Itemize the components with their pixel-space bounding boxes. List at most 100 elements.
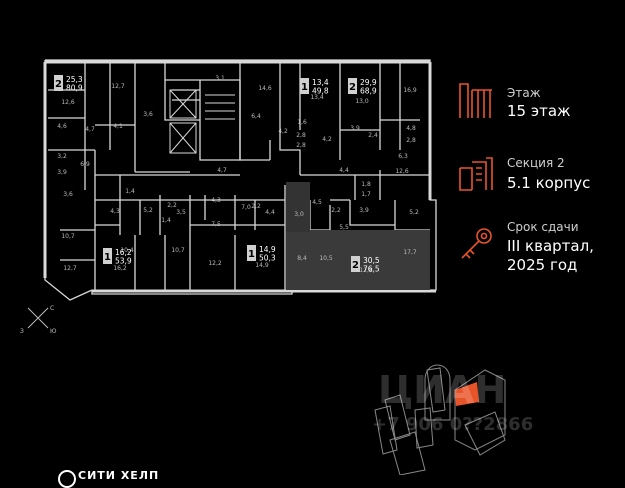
room-area-label: 13,4 (310, 94, 324, 101)
apartment-badge[interactable]: 2 29,968,9 (348, 78, 377, 96)
apartment-living-area: 29,9 (360, 78, 377, 87)
room-area-label: 7,5 (211, 221, 221, 228)
room-area-label: 10,7 (171, 247, 185, 254)
room-area-label: 10,4 (120, 247, 134, 254)
room-area-label: 6,4 (251, 113, 261, 120)
room-area-label: 2,8 (296, 132, 306, 139)
room-area-label: 7,0 (241, 204, 251, 211)
apartment-badge[interactable]: 1 14,950,3 (247, 245, 276, 263)
room-area-label: 13,0 (355, 98, 369, 105)
apartment-rooms: 1 (104, 252, 111, 263)
room-area-label: 4,4 (339, 167, 349, 174)
watermark-logo: ЦИАН (378, 368, 507, 412)
room-area-label: 12,7 (63, 265, 77, 272)
apartment-living-area: 13,4 (312, 78, 329, 87)
apartment-total-area: 50,3 (259, 254, 276, 263)
room-area-label: 16,2 (113, 265, 127, 272)
room-area-label: 4,8 (406, 125, 416, 132)
room-area-label: 2,8 (406, 137, 416, 144)
watermark-phone: +7 906 0??2866 (372, 414, 534, 435)
compass (27, 307, 49, 329)
room-area-label: 3,9 (359, 207, 369, 214)
room-area-label: 2,8 (296, 142, 306, 149)
compass-north: С (50, 305, 54, 312)
room-area-label: 10,7 (61, 233, 75, 240)
apartment-total-area: 76,5 (363, 265, 380, 274)
apartment-badge[interactable]: 2 25,380,9 (54, 75, 83, 93)
room-area-label: 12,8 (359, 267, 373, 274)
apartment-rooms: 1 (248, 249, 255, 260)
room-area-label: 4,7 (85, 126, 95, 133)
room-area-label: 3,9 (57, 169, 67, 176)
room-area-label: 4,1 (113, 123, 123, 130)
apartment-badge[interactable]: 1 13,449,8 (300, 78, 329, 96)
room-area-label: 12,6 (395, 168, 409, 175)
apartment-living-area: 30,5 (363, 256, 380, 265)
room-area-label: 12,6 (61, 99, 75, 106)
site-minimap (374, 364, 506, 475)
section-value: 5.1 корпус (507, 174, 591, 192)
room-area-label: 4,5 (312, 199, 322, 206)
building-section-icon (459, 157, 493, 191)
room-area-label: 12,2 (208, 260, 222, 267)
room-area-label: 14,9 (255, 262, 269, 269)
building-floor-icon (459, 83, 492, 118)
apartment-living-area: 25,3 (66, 75, 83, 84)
room-area-label: 16,9 (403, 87, 417, 94)
floor-label: Этаж (507, 86, 541, 100)
room-area-label: 5,2 (409, 209, 419, 216)
room-area-label: 1,8 (361, 181, 371, 188)
apartment-total-area: 49,8 (312, 87, 329, 96)
deadline-line1: III квартал, (507, 237, 594, 255)
room-area-label: 10,5 (319, 255, 333, 262)
room-area-label: 3,9 (350, 125, 360, 132)
apartment-rooms: 2 (55, 79, 62, 90)
apartment-rooms: 2 (352, 260, 359, 271)
room-area-label: 1,4 (161, 217, 171, 224)
apartment-total-area: 53,9 (115, 257, 132, 266)
apartment-badge[interactable]: 1 16,253,9 (103, 248, 132, 266)
room-area-label: 12,7 (111, 83, 125, 90)
room-area-label: 1,7 (361, 191, 371, 198)
apartment-rooms: 1 (301, 82, 308, 93)
room-area-label: 3,0 (294, 211, 304, 218)
room-area-label: 4,4 (265, 209, 275, 216)
room-area-label: 3,1 (215, 75, 225, 82)
room-area-label: 1,4 (125, 188, 135, 195)
apartment-total-area: 80,9 (66, 84, 83, 93)
room-area-label: 2,2 (331, 207, 341, 214)
room-area-label: 4,3 (211, 197, 221, 204)
room-area-label: 17,7 (403, 249, 417, 256)
apartment-badge[interactable]: 2 30,576,5 (351, 256, 380, 274)
brand-logo-icon (58, 470, 76, 488)
elevator-shafts (169, 89, 235, 154)
room-area-label: 4,7 (217, 167, 227, 174)
current-section-marker (455, 382, 479, 406)
room-area-label: 6,3 (398, 153, 408, 160)
room-area-label: 2,2 (167, 202, 177, 209)
room-area-label: 8,4 (297, 255, 307, 262)
room-area-label: 5,2 (143, 207, 153, 214)
room-area-label: 4,2 (322, 136, 332, 143)
apartment-total-area: 68,9 (360, 87, 377, 96)
room-area-label: 3,6 (143, 111, 153, 118)
room-area-label: 4,6 (57, 123, 67, 130)
apartment-living-area: 16,2 (115, 248, 132, 257)
room-area-label: 3,2 (57, 153, 67, 160)
compass-south: Ю (50, 328, 57, 335)
brand-name: СИТИ ХЕЛП (78, 469, 160, 482)
deadline-line2: 2025 год (507, 256, 578, 274)
room-area-label: 6,9 (80, 161, 90, 168)
apartment-rooms: 2 (349, 82, 356, 93)
room-area-label: 3,5 (176, 209, 186, 216)
room-area-label: 2,4 (368, 132, 378, 139)
room-area-label: 3,6 (63, 191, 73, 198)
apartment-living-area: 14,9 (259, 245, 276, 254)
room-area-label: 5,5 (339, 224, 349, 231)
room-area-label: 4,2 (278, 128, 288, 135)
room-area-label: 14,6 (258, 85, 272, 92)
compass-west: З (20, 328, 24, 335)
floor-value: 15 этаж (507, 102, 571, 120)
room-area-label: 1,6 (297, 119, 307, 126)
